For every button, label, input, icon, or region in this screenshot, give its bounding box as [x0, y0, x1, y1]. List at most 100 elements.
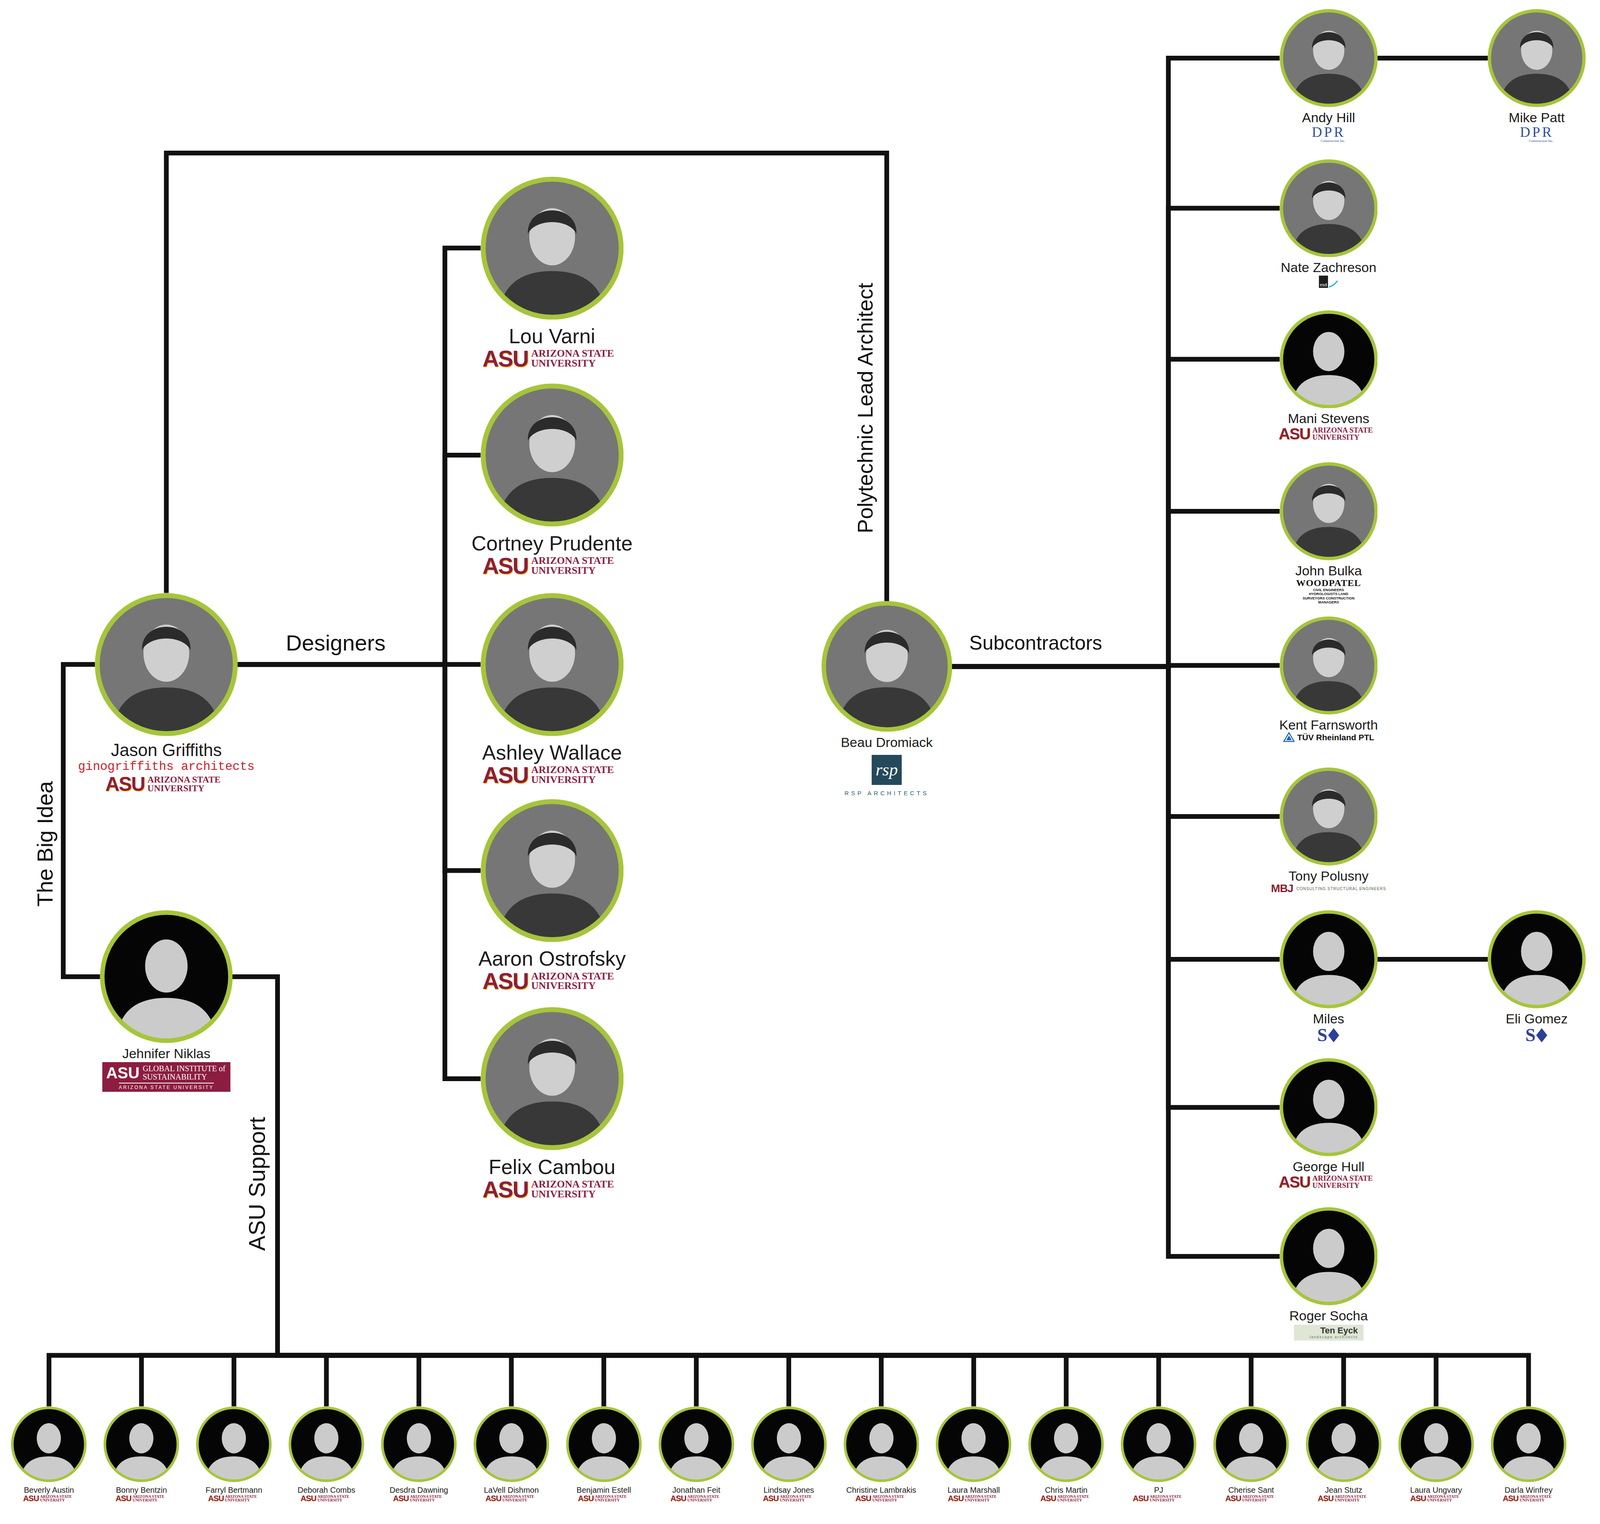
person-name: PJ: [1154, 1485, 1164, 1495]
logo-group: ASUARIZONA STATE UNIVERSITY: [105, 774, 228, 794]
portrait-circle: [480, 799, 624, 942]
label-stack: Beverly AustinASUARIZONA STATE UNIVERSIT…: [22, 1485, 75, 1503]
logo-group: ASUARIZONA STATE UNIVERSITY: [482, 347, 622, 371]
silhouette-circle: [935, 1406, 1012, 1482]
label-stack: Bonny BentzinASUARIZONA STATE UNIVERSITY: [115, 1485, 168, 1503]
label-stack: Jean StutzASUARIZONA STATE UNIVERSITY: [1317, 1485, 1370, 1503]
portrait-circle: [1279, 159, 1378, 258]
org-logo-text: ARIZONA STATE UNIVERSITY: [531, 971, 622, 991]
label-stack: Ashley WallaceASUARIZONA STATE UNIVERSIT…: [482, 741, 623, 787]
logo-group: ASUARIZONA STATE UNIVERSITY: [482, 763, 622, 787]
person-name: Mani Stevens: [1287, 411, 1370, 426]
logo-group: DPRConstruction Inc.: [1519, 124, 1554, 144]
org-logo-text: Construction Inc.: [1528, 139, 1554, 144]
org-logo-text: ASU: [947, 1494, 964, 1502]
label-stack: Mike PattDPRConstruction Inc.: [1508, 110, 1565, 144]
org-logo-text: ASU: [763, 1494, 779, 1502]
silhouette-circle: [1279, 310, 1378, 409]
portrait-circle: [1279, 616, 1378, 715]
org-logo-text: ARIZONA STATE UNIVERSITY: [531, 765, 622, 785]
org-logo-text: CONSULTING STRUCTURAL ENGINEERS: [1296, 886, 1387, 891]
person-node: Benjamin EstellASUARIZONA STATE UNIVERSI…: [566, 1406, 642, 1482]
connector-line: [952, 58, 1280, 667]
logo-group: ASUARIZONA STATE UNIVERSITY: [482, 1177, 622, 1201]
connector-line: [237, 247, 481, 665]
person-node: Laura MarshallASUARIZONA STATE UNIVERSIT…: [935, 1406, 1012, 1482]
org-logo-text: ARIZONA STATE UNIVERSITY: [1057, 1494, 1092, 1502]
org-logo-text: ginogriffiths architects: [77, 759, 255, 774]
label-stack: Jonathan FeitASUARIZONA STATE UNIVERSITY: [670, 1485, 723, 1503]
person-name: Nate Zachreson: [1280, 260, 1377, 275]
org-logo-text: ASU: [105, 774, 145, 794]
label-stack: Beau DromiackrspRSP ARCHITECTS: [840, 734, 933, 797]
logo-group: ASUARIZONA STATE UNIVERSITY: [1502, 1494, 1555, 1502]
silhouette-circle: [658, 1406, 735, 1482]
connector-line: [232, 976, 1159, 1407]
person-name: Mike Patt: [1508, 110, 1565, 125]
label-stack: PJASUARIZONA STATE UNIVERSITY: [1132, 1485, 1185, 1503]
org-logo-text: RSP ARCHITECTS: [844, 789, 930, 797]
person-node: Ashley WallaceASUARIZONA STATE UNIVERSIT…: [480, 593, 624, 736]
person-node: MilesS: [1279, 910, 1378, 1009]
person-name: Jehnifer Niklas: [122, 1046, 211, 1061]
silhouette-circle: [103, 1406, 180, 1482]
portrait-circle: [480, 593, 624, 736]
org-logo-text: ASU: [115, 1494, 132, 1502]
org-logo-text: esd: [1318, 275, 1329, 288]
connector-line: [1377, 55, 1488, 61]
org-logo-text: TÜV Rheinland PTL: [1297, 732, 1375, 742]
person-name: Deborah Combs: [297, 1485, 356, 1495]
org-logo-text: ASU: [300, 1494, 317, 1502]
connector-line: [232, 976, 697, 1407]
org-logo-text: ARIZONA STATE UNIVERSITY: [1334, 1494, 1370, 1502]
org-logo-text: ARIZONA STATE UNIVERSITY: [1149, 1494, 1185, 1502]
person-name: Jean Stutz: [1324, 1485, 1363, 1495]
person-name: Beau Dromiack: [840, 734, 933, 750]
connector-line: [232, 976, 974, 1407]
silhouette-circle: [196, 1406, 272, 1482]
org-logo-text: ARIZONA STATE UNIVERSITY: [780, 1494, 815, 1502]
person-node: Roger SochaTen Eycklandscape architects: [1279, 1207, 1378, 1306]
person-name: Beverly Austin: [24, 1485, 75, 1495]
logo-group: Ten Eycklandscape architects: [1293, 1324, 1364, 1341]
silhouette-circle: [1490, 1406, 1567, 1482]
silhouette-circle: [11, 1406, 87, 1482]
logo-group: ASUARIZONA STATE UNIVERSITY: [1410, 1494, 1463, 1502]
org-logo-text: ASU: [1278, 1173, 1311, 1190]
connector-line: [232, 976, 790, 1407]
person-name: Desdra Dawning: [389, 1485, 449, 1495]
person-node: Beau DromiackrspRSP ARCHITECTS: [821, 600, 953, 732]
org-logo-text: landscape architects: [1309, 1334, 1358, 1340]
logo-group: S: [1525, 1025, 1549, 1045]
person-name: Cortney Prudente: [471, 532, 633, 555]
person-node: Deborah CombsASUARIZONA STATE UNIVERSITY: [288, 1406, 365, 1482]
silhouette-circle: [1120, 1406, 1197, 1482]
person-node: Jonathan FeitASUARIZONA STATE UNIVERSITY: [658, 1406, 735, 1482]
connector-line: [952, 359, 1280, 667]
label-stack: Felix CambouASUARIZONA STATE UNIVERSITY: [482, 1155, 622, 1201]
org-logo-text: CIVIL ENGINEERS HYDROLOGISTS LAND SURVEY…: [1301, 587, 1356, 605]
person-node: Laura UngvaryASUARIZONA STATE UNIVERSITY: [1398, 1406, 1474, 1482]
org-logo-text: ARIZONA STATE UNIVERSITY: [224, 1494, 260, 1502]
logo-group: ASUARIZONA STATE UNIVERSITY: [1278, 425, 1379, 442]
person-name: Farryl Bertmann: [205, 1485, 263, 1495]
silhouette-circle: [843, 1406, 920, 1482]
person-node: Bonny BentzinASUARIZONA STATE UNIVERSITY: [103, 1406, 180, 1482]
person-node: Jason Griffithsginogriffiths architectsA…: [94, 593, 238, 736]
edge-label-holder: The Big Idea: [32, 781, 58, 907]
logo-group: MBJCONSULTING STRUCTURAL ENGINEERS: [1271, 882, 1387, 894]
person-name: Bonny Bentzin: [115, 1485, 167, 1495]
logo-group: ASUARIZONA STATE UNIVERSITY: [763, 1494, 815, 1502]
label-stack: Andy HillDPRConstruction Inc.: [1301, 110, 1355, 144]
person-node: Darla WinfreyASUARIZONA STATE UNIVERSITY: [1490, 1406, 1567, 1482]
connector-line: [63, 664, 101, 977]
person-node: Cherise SantASUARIZONA STATE UNIVERSITY: [1213, 1406, 1289, 1482]
org-logo-text: ARIZONA STATE UNIVERSITY: [39, 1494, 75, 1502]
logo-group: ASUARIZONA STATE UNIVERSITY: [1040, 1494, 1092, 1502]
logo-group: ASUARIZONA STATE UNIVERSITY: [947, 1494, 1000, 1502]
connector-line: [232, 976, 882, 1407]
org-logo-text: ARIZONA STATE UNIVERSITY: [531, 555, 622, 576]
person-name: Ashley Wallace: [482, 741, 623, 764]
edge-label: ASU Support: [244, 1116, 271, 1251]
person-node: Andy HillDPRConstruction Inc.: [1279, 9, 1378, 108]
